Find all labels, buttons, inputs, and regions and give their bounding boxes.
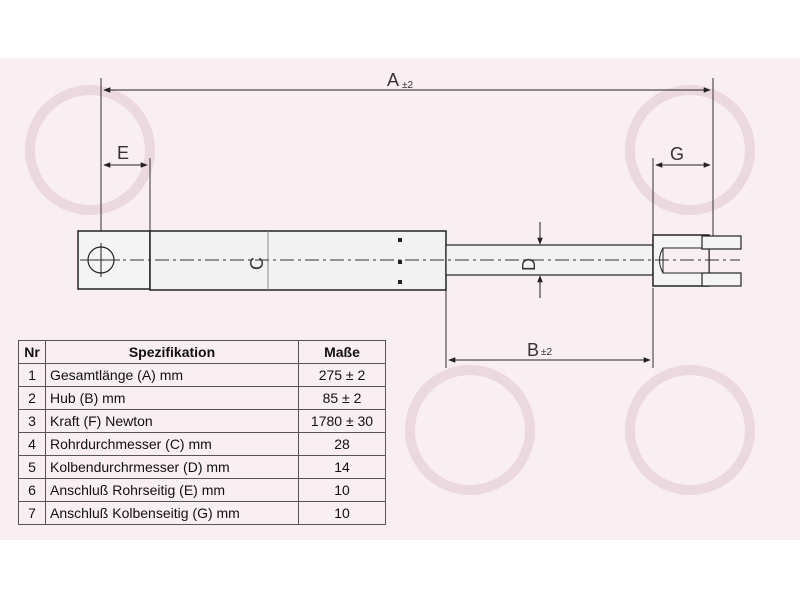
header-value: Maße xyxy=(298,340,386,364)
row-spec: Kolbendurchrmesser (D) mm xyxy=(45,455,299,479)
table-header-row: Nr Spezifikation Maße xyxy=(18,340,386,364)
row-value: 28 xyxy=(298,432,386,456)
table-row: 4 Rohrdurchmesser (C) mm 28 xyxy=(18,432,386,456)
row-nr: 2 xyxy=(18,386,46,410)
table-row: 1 Gesamtlänge (A) mm 275 ± 2 xyxy=(18,363,386,387)
row-nr: 3 xyxy=(18,409,46,433)
row-nr: 6 xyxy=(18,478,46,502)
row-value: 275 ± 2 xyxy=(298,363,386,387)
row-nr: 1 xyxy=(18,363,46,387)
header-nr: Nr xyxy=(18,340,46,364)
dim-label-e: E xyxy=(117,143,129,163)
row-value: 10 xyxy=(298,478,386,502)
table-row: 6 Anschluß Rohrseitig (E) mm 10 xyxy=(18,478,386,502)
row-value: 85 ± 2 xyxy=(298,386,386,410)
clevis-pin-bottom xyxy=(701,272,742,287)
row-value: 1780 ± 30 xyxy=(298,409,386,433)
clevis-pin-top xyxy=(701,235,742,250)
dim-label-b: B xyxy=(527,340,539,360)
table-row: 2 Hub (B) mm 85 ± 2 xyxy=(18,386,386,410)
row-spec: Rohrdurchmesser (C) mm xyxy=(45,432,299,456)
dim-tol-b: ±2 xyxy=(541,347,552,358)
row-spec: Hub (B) mm xyxy=(45,386,299,410)
row-spec: Gesamtlänge (A) mm xyxy=(45,363,299,387)
row-value: 14 xyxy=(298,455,386,479)
table-row: 7 Anschluß Kolbenseitig (G) mm 10 xyxy=(18,501,386,525)
header-spec: Spezifikation xyxy=(45,340,299,364)
table-row: 3 Kraft (F) Newton 1780 ± 30 xyxy=(18,409,386,433)
row-nr: 7 xyxy=(18,501,46,525)
row-spec: Anschluß Kolbenseitig (G) mm xyxy=(45,501,299,525)
row-nr: 4 xyxy=(18,432,46,456)
table-row: 5 Kolbendurchrmesser (D) mm 14 xyxy=(18,455,386,479)
row-spec: Anschluß Rohrseitig (E) mm xyxy=(45,478,299,502)
row-nr: 5 xyxy=(18,455,46,479)
dim-label-d: D xyxy=(519,258,539,271)
dim-label-a: A xyxy=(387,70,399,90)
dim-label-g: G xyxy=(670,144,684,164)
dim-label-c: C xyxy=(247,257,267,270)
row-value: 10 xyxy=(298,501,386,525)
row-spec: Kraft (F) Newton xyxy=(45,409,299,433)
dim-tol-a: ±2 xyxy=(402,80,413,91)
spec-table: Nr Spezifikation Maße 1 Gesamtlänge (A) … xyxy=(18,340,386,525)
